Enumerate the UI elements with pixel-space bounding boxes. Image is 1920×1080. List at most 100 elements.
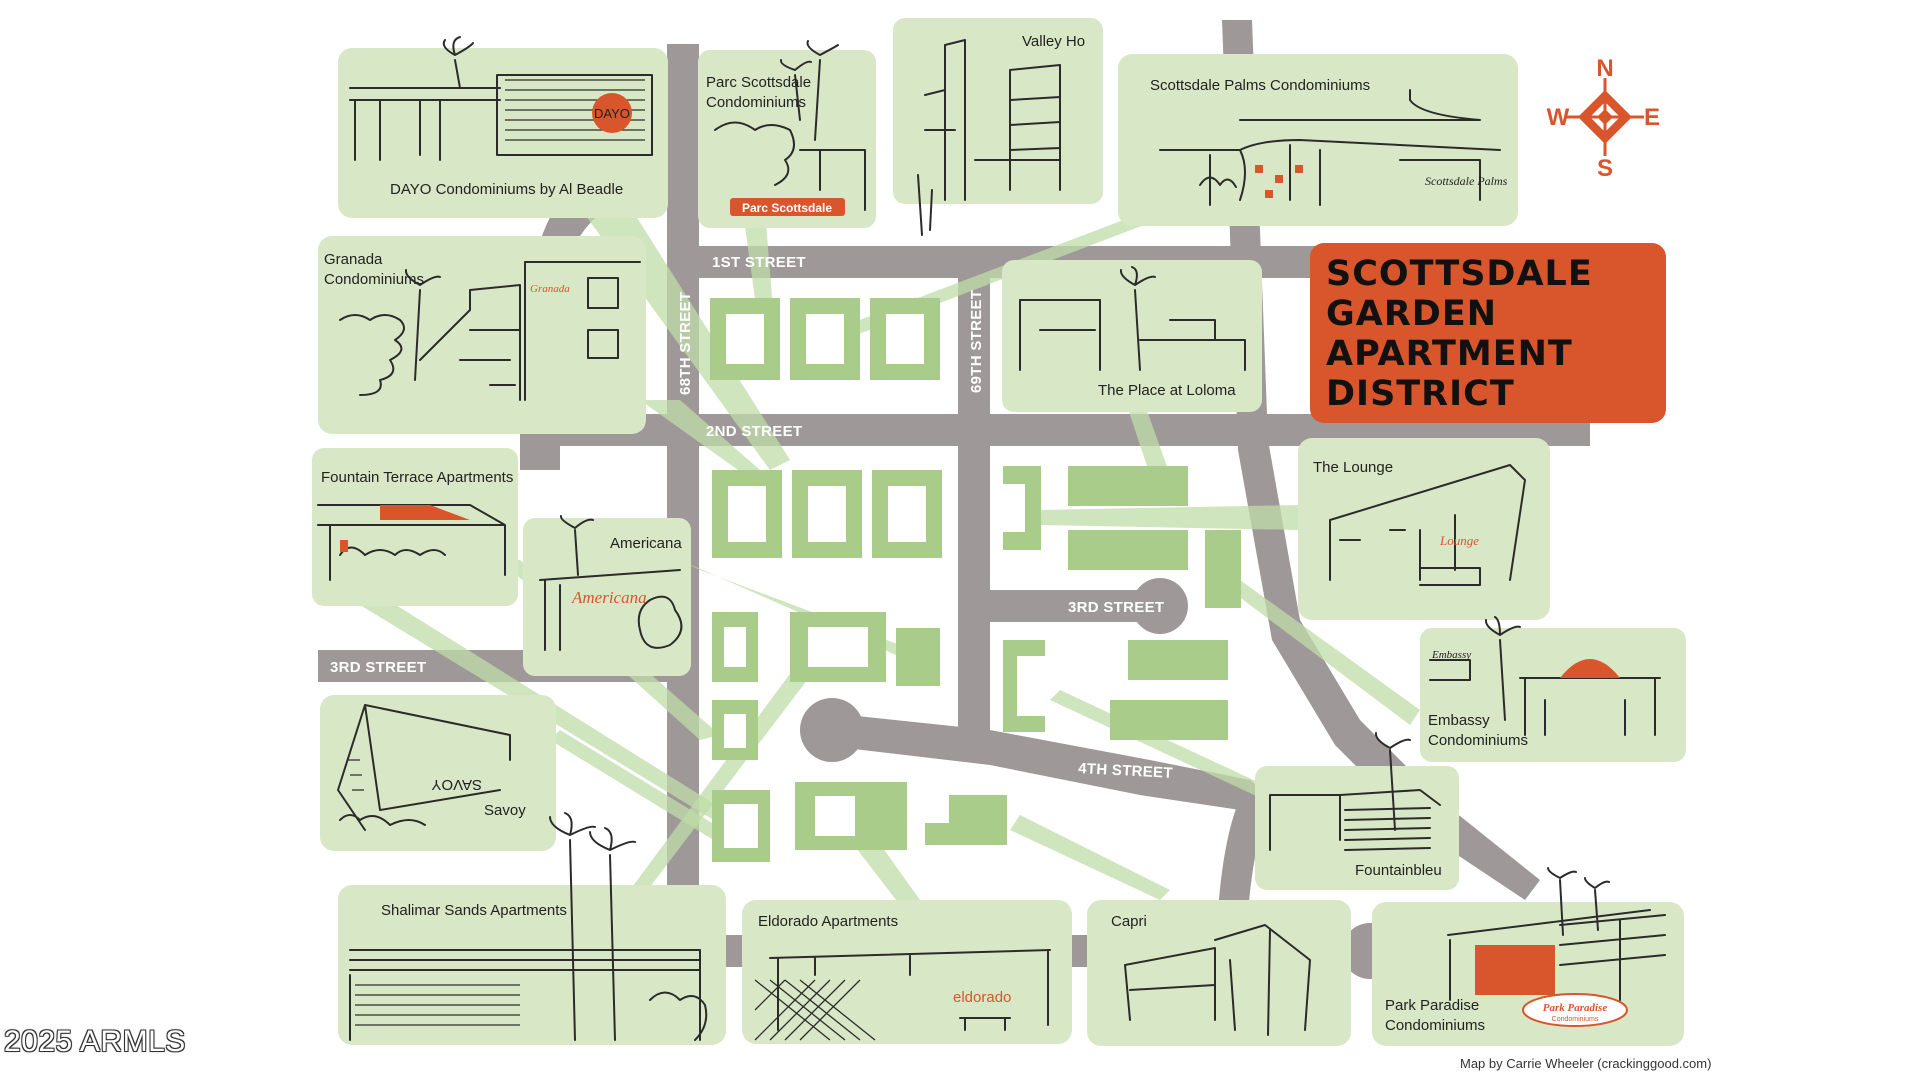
street-diagonal <box>1222 20 1540 900</box>
blocks-row-1 <box>710 298 940 380</box>
dayo-sign <box>592 93 632 133</box>
card-place-at-loloma[interactable]: The Place at Loloma <box>1002 260 1262 412</box>
blocks-south <box>795 782 1007 850</box>
scottsdale-palms-sign: Scottsdale Palms <box>1425 174 1508 188</box>
compass-s: S <box>1597 155 1613 182</box>
label-capri: Capri <box>1111 913 1147 930</box>
label-eldorado: Eldorado Apartments <box>758 913 898 930</box>
title-line-3: APARTMENT <box>1326 334 1573 374</box>
card-valley-ho[interactable]: Valley Ho <box>893 18 1103 236</box>
valley-ho-sketch <box>917 39 1061 236</box>
compass-w: W <box>1547 104 1570 131</box>
building-blocks <box>710 298 1241 862</box>
granada-sketch <box>339 261 641 401</box>
card-savoy[interactable]: SAVOY Savoy <box>320 695 556 851</box>
label-park-paradise-line2: Condominiums <box>1385 1017 1485 1034</box>
card-fountainbleu[interactable]: Fountainbleu <box>1255 732 1459 890</box>
street-69th <box>958 246 990 751</box>
label-parc-line2: Condominiums <box>706 94 806 111</box>
shalimar-sketch <box>349 812 708 1041</box>
card-eldorado[interactable]: eldorado Eldorado Apartments <box>742 900 1072 1044</box>
street-label-68th: 68TH STREET <box>677 292 694 395</box>
scottsdale-palms-sketch <box>1159 89 1501 206</box>
eldorado-sketch <box>754 949 1051 1041</box>
park-paradise-sketch <box>1447 867 1666 1001</box>
compass-e: E <box>1644 104 1660 131</box>
savoy-sketch <box>337 704 511 831</box>
card-the-lounge[interactable]: Lounge The Lounge <box>1298 438 1550 620</box>
label-shalimar-sands: Shalimar Sands Apartments <box>381 902 567 919</box>
parc-sign-text: Parc Scottsdale <box>742 201 832 215</box>
compass-rose: N S W E <box>1547 55 1660 182</box>
park-paradise-sign-text: Park Paradise <box>1543 1002 1608 1014</box>
label-dayo: DAYO Condominiums by Al Beadle <box>390 181 623 198</box>
savoy-sign: SAVOY <box>431 776 482 793</box>
cul-de-sac-fourth <box>800 698 864 762</box>
card-dayo[interactable]: DAYO DAYO Condominiums by Al Beadle <box>338 36 668 218</box>
lounge-sign: Lounge <box>1439 533 1479 548</box>
fountainbleu-sketch <box>1269 732 1441 851</box>
blocks-east-3rd <box>1003 640 1228 740</box>
label-fountainbleu: Fountainbleu <box>1355 862 1442 879</box>
card-shalimar-sands[interactable]: Shalimar Sands Apartments <box>338 812 726 1045</box>
label-granada-line2: Condominiums <box>324 271 424 288</box>
title-line-1: SCOTTSDALE <box>1326 254 1593 294</box>
parc-sketch <box>714 40 866 211</box>
map-credit: Map by Carrie Wheeler (crackinggood.com) <box>1460 1056 1712 1071</box>
street-labels: 1ST STREET 2ND STREET 3RD STREET 3RD STR… <box>330 254 1173 782</box>
label-park-paradise-line1: Park Paradise <box>1385 997 1479 1014</box>
dayo-sketch <box>349 36 653 161</box>
lounge-sketch <box>1329 464 1526 586</box>
label-granada-line1: Granada <box>324 251 383 268</box>
street-label-third-west: 3RD STREET <box>330 659 426 676</box>
label-the-lounge: The Lounge <box>1313 459 1393 476</box>
street-label-69th: 69TH STREET <box>968 290 985 393</box>
cul-de-sac-third <box>1132 578 1188 634</box>
card-scottsdale-palms[interactable]: Scottsdale Palms Scottsdale Palms Condom… <box>1118 54 1518 226</box>
americana-sign: Americana <box>571 588 647 607</box>
street-label-fourth: 4TH STREET <box>1078 760 1173 782</box>
card-embassy[interactable]: Embassy Embassy Condominiums <box>1420 616 1686 762</box>
loloma-sketch <box>1019 266 1246 371</box>
parc-sign <box>730 198 845 216</box>
street-loop-west <box>520 159 667 446</box>
park-paradise-sign-sub: Condominiums <box>1552 1016 1599 1023</box>
card-park-paradise[interactable]: Park Paradise Condominiums Park Paradise… <box>1372 867 1684 1046</box>
americana-sketch <box>539 515 683 651</box>
label-embassy-line2: Condominiums <box>1428 732 1528 749</box>
card-fountain-terrace[interactable]: Fountain Terrace Apartments <box>312 448 518 606</box>
label-fountain-terrace: Fountain Terrace Apartments <box>321 469 513 486</box>
capri-sketch <box>1124 924 1311 1036</box>
label-embassy-line1: Embassy <box>1428 712 1490 729</box>
label-americana: Americana <box>610 535 682 552</box>
blocks-west-3rd <box>712 612 940 862</box>
district-title: SCOTTSDALE GARDEN APARTMENT DISTRICT <box>1310 243 1666 423</box>
street-label-first: 1ST STREET <box>712 254 806 271</box>
title-line-2: GARDEN <box>1326 294 1498 334</box>
card-granada[interactable]: Granada Granada Condominiums <box>318 236 646 434</box>
compass-n: N <box>1596 55 1613 82</box>
granada-sign: Granada <box>530 283 570 295</box>
dayo-sign-text: DAYO <box>594 106 630 121</box>
street-third-east <box>990 590 1160 622</box>
label-savoy: Savoy <box>484 802 526 819</box>
card-americana[interactable]: Americana Americana <box>523 515 691 676</box>
blocks-east-2nd <box>1003 466 1241 608</box>
watermark: 2025 ARMLS <box>4 1025 186 1058</box>
card-parc-scottsdale[interactable]: Parc Scottsdale Parc Scottsdale Condomin… <box>698 40 876 228</box>
fountain-terrace-sketch <box>317 504 506 581</box>
embassy-sketch <box>1429 616 1661 736</box>
label-scottsdale-palms: Scottsdale Palms Condominiums <box>1150 77 1370 94</box>
eldorado-sign: eldorado <box>953 989 1011 1006</box>
card-capri[interactable]: Capri <box>1087 900 1351 1046</box>
park-paradise-sign <box>1522 993 1628 1027</box>
street-label-third-east: 3RD STREET <box>1068 599 1164 616</box>
label-parc-line1: Parc Scottsdale <box>706 74 811 91</box>
street-label-second: 2ND STREET <box>706 423 802 440</box>
blocks-row-2 <box>712 470 942 558</box>
title-line-4: DISTRICT <box>1326 374 1515 414</box>
embassy-sign: Embassy <box>1431 649 1471 661</box>
label-place-at-loloma: The Place at Loloma <box>1098 382 1236 399</box>
label-valley-ho: Valley Ho <box>1022 33 1085 50</box>
